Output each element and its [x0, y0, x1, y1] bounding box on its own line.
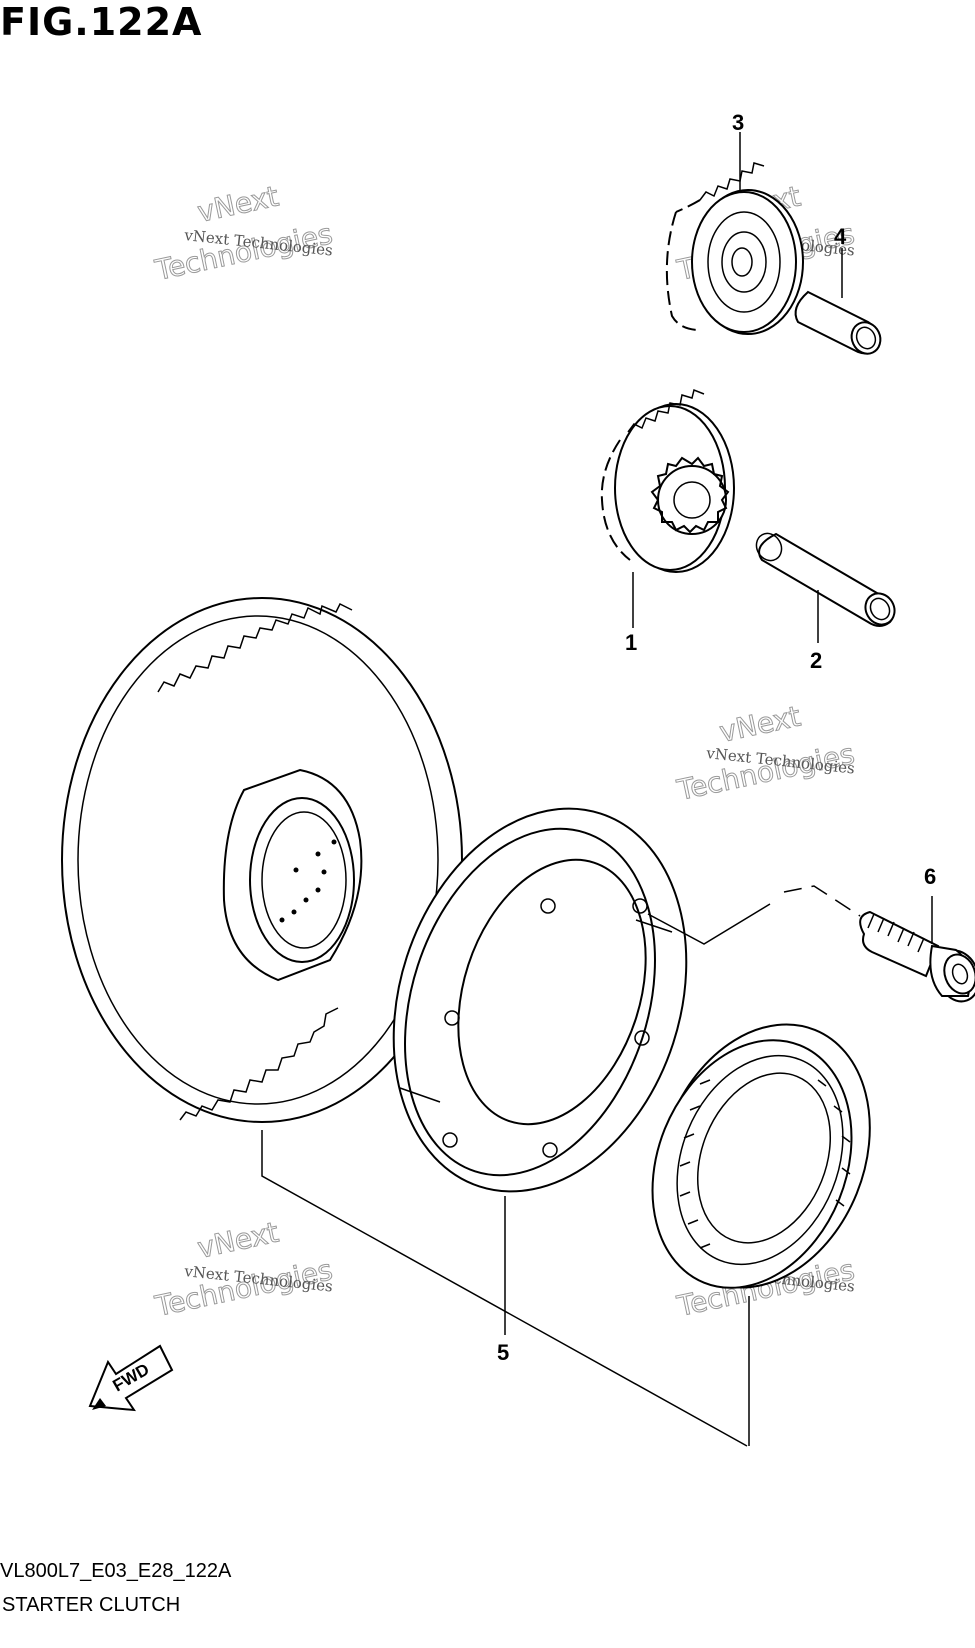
watermark-vnext-text: vNext [195, 1216, 282, 1265]
callout-2: 2 [810, 648, 822, 673]
gear-hub [222, 768, 363, 982]
callout-1: 1 [625, 630, 637, 655]
starter-driven-gear[interactable] [61, 597, 463, 1123]
callout-6: 6 [924, 864, 936, 889]
figure-code: VL800L7_E03_E28_122A [0, 1560, 232, 1582]
bracket-leader-line [261, 1130, 748, 1447]
fwd-arrow-icon: FWD [88, 1344, 174, 1412]
part-5-starter-clutch-housing[interactable] [346, 770, 733, 1229]
part-2-long-shaft[interactable] [752, 529, 901, 630]
part-1-starter-idle-gear[interactable] [600, 388, 735, 573]
figure-name: STARTER CLUTCH [2, 1594, 181, 1616]
callout-3: 3 [732, 110, 744, 135]
callout-4: 4 [834, 224, 847, 249]
part-3-idle-gear[interactable] [665, 162, 804, 335]
watermark-vnext-text: vNext [195, 180, 282, 229]
watermark-bottom-left: Technologies vNext vNext Technologies [151, 1215, 336, 1323]
watermark-mid-right: Technologies vNext vNext Technologies [673, 699, 858, 807]
part-6-bolt[interactable] [859, 910, 975, 1007]
bolt-hole-leader [647, 903, 771, 945]
figure-title: FIG.122A [0, 0, 203, 44]
one-way-clutch-bearing[interactable] [617, 992, 908, 1319]
bolt-hole-leader-dashed [783, 885, 861, 917]
callout-5: 5 [497, 1340, 509, 1365]
part-4-short-shaft[interactable] [794, 290, 886, 358]
watermark-vnext-text: vNext [717, 700, 804, 749]
watermark-top-left: Technologies vNext vNext Technologies [151, 179, 336, 287]
pinion-teeth [650, 456, 730, 535]
